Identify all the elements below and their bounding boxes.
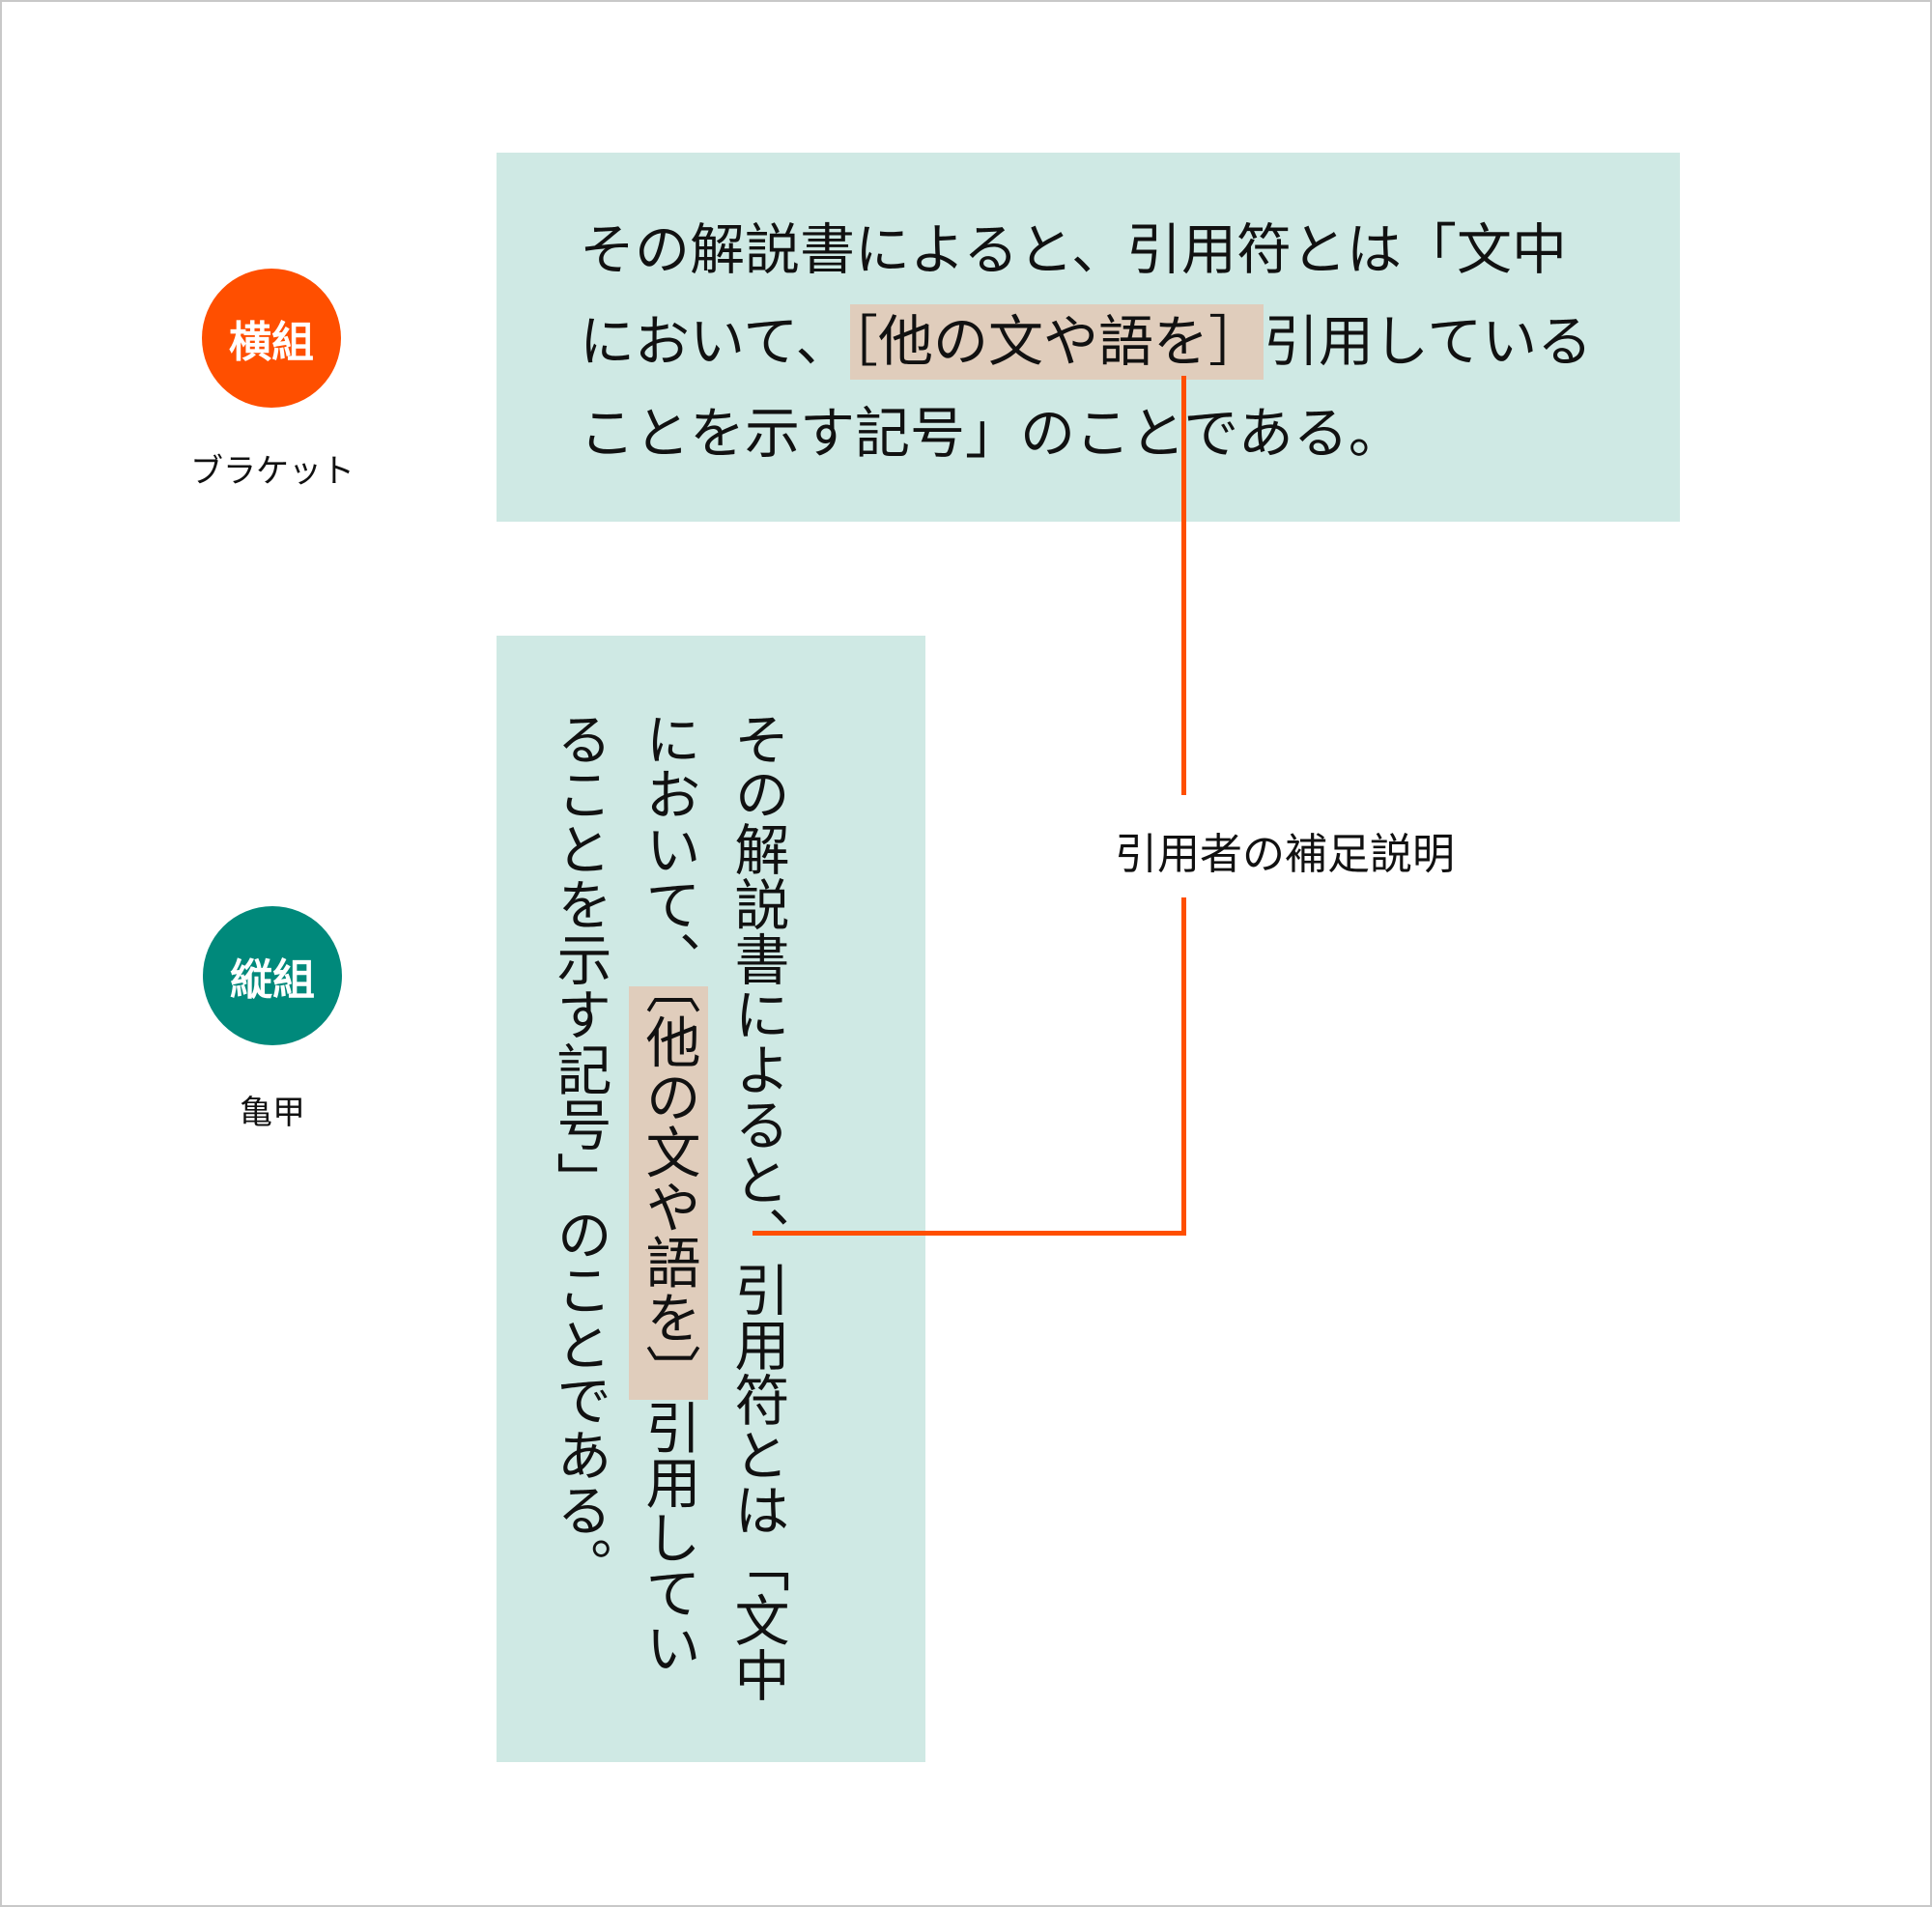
text-segment: において、: [637, 711, 700, 986]
highlighted-insertion: 〔他の文や語を〕: [629, 986, 708, 1400]
text-line: その解説書によると、引用符とは「文中: [580, 218, 1568, 282]
horizontal-badge: 横組: [202, 269, 341, 408]
connector-line: [1181, 897, 1186, 1236]
connector-line: [753, 1231, 1186, 1236]
vertical-badge: 縦組: [203, 906, 342, 1045]
text-line: において、［他の文や語を］引用している: [580, 297, 1592, 388]
text-segment: において、: [580, 310, 851, 374]
horizontal-caption: ブラケット: [190, 452, 355, 491]
text-column: その解説書によると、引用符とは「文中: [725, 711, 789, 1702]
text-segment: 引用している: [1263, 310, 1593, 374]
horizontal-text: その解説書によると、引用符とは「文中 において、［他の文や語を］引用している こ…: [580, 205, 1592, 480]
text-column: ることを示す記号」のことである。: [548, 711, 611, 1592]
vertical-caption: 亀甲: [240, 1094, 305, 1132]
highlighted-insertion: ［他の文や語を］: [850, 304, 1264, 380]
annotation-label: 引用者の補足説明: [1115, 830, 1455, 879]
vertical-text-box: [497, 636, 925, 1762]
text-column: において、〔他の文や語を〕引用してい: [624, 711, 713, 1702]
connector-line: [1181, 376, 1186, 795]
text-line: ことを示す記号」のことである。: [580, 402, 1404, 466]
text-segment: 引用してい: [637, 1399, 700, 1675]
vertical-text: その解説書によると、引用符とは「文中 において、〔他の文や語を〕引用してい るこ…: [535, 711, 802, 1702]
